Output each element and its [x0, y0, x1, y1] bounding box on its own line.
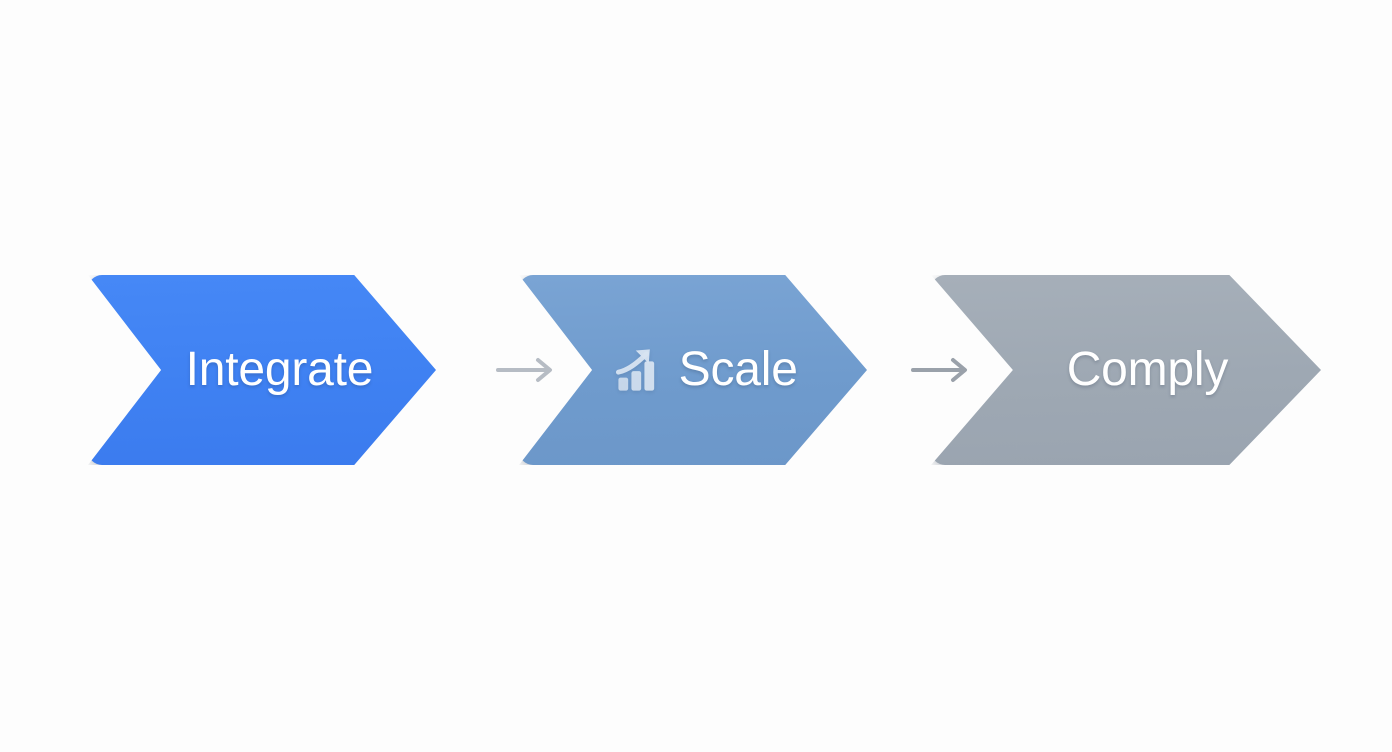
step-content-integrate: Integrate [151, 343, 374, 396]
process-step-integrate[interactable]: Integrate [88, 275, 436, 465]
process-step-comply[interactable]: Comply [931, 275, 1321, 465]
connector-arrow-scale-to-comply [909, 354, 977, 386]
step-label-scale: Scale [678, 343, 798, 396]
step-content-comply: Comply [1024, 343, 1229, 396]
arrow-right-icon [496, 358, 552, 382]
connector-arrow-integrate-to-scale [494, 354, 562, 386]
process-step-scale[interactable]: Scale [519, 275, 867, 465]
step-label-comply: Comply [1066, 343, 1229, 396]
arrow-right-icon [911, 358, 967, 382]
step-label-integrate: Integrate [185, 343, 374, 396]
step-content-scale: Scale [588, 343, 798, 396]
growth-bar-chart-icon [615, 349, 654, 391]
